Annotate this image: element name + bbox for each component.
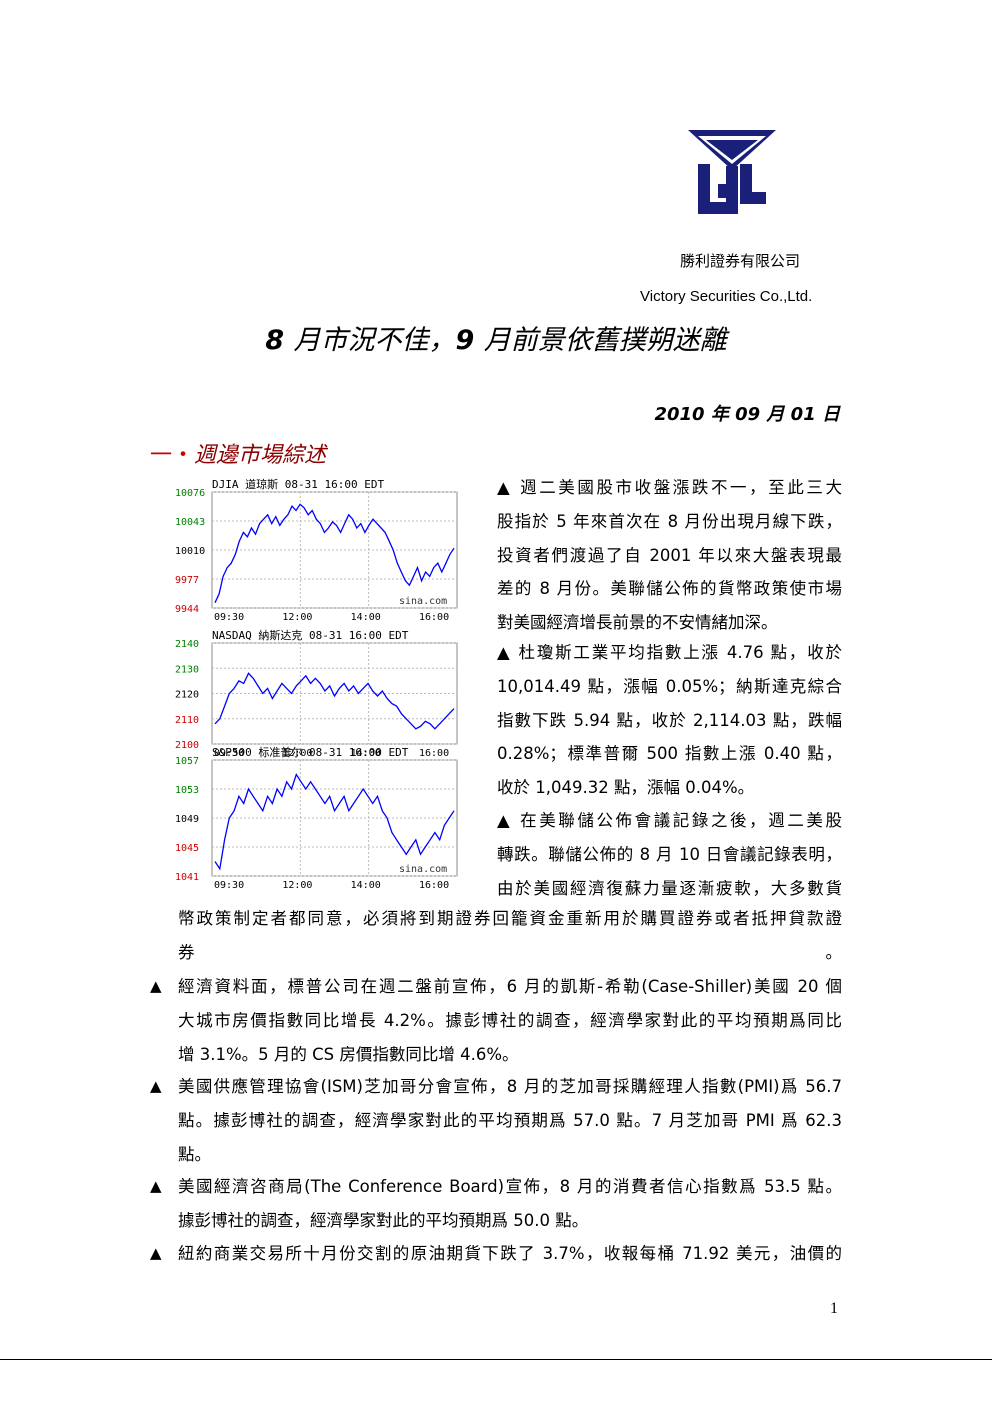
text-line: 經濟資料面，標普公司在週二盤前宣佈，6 月的凱斯-希勒(Case-Shiller…: [178, 977, 842, 996]
y-tick-label: 1041: [175, 872, 199, 883]
text-line: 股指於 5 年來首次在 8 月份出現月線下跌，: [497, 511, 842, 531]
x-tick-label: 14:00: [351, 612, 381, 623]
text-line: 幣政策制定者都同意，必須將到期證券回籠資金重新用於購買證券或者抵押貸款證: [178, 909, 842, 928]
x-tick-label: 09:30: [214, 748, 244, 759]
y-tick-label: 2120: [175, 690, 199, 701]
sp500-chart-svg: 1057 1053 1049 1045 1041 09:30 12:00 14:00 16:00…: [175, 745, 458, 891]
paragraph-index-closes: ▲ 杜瓊斯工業平均指數上漲 4.76 點，收於 10,014.49 點，漲幅 0…: [497, 636, 842, 805]
page-title: 8 月市況不佳，9 月前景依舊撲朔迷離: [265, 325, 727, 356]
x-tick-label: 09:30: [214, 612, 244, 623]
x-tick-label: 16:00: [419, 612, 449, 623]
y-tick-label: 1053: [175, 785, 199, 796]
series-line: [214, 773, 455, 871]
y-tick-label: 2140: [175, 639, 199, 650]
sp500-chart: 1057 1053 1049 1045 1041 09:30 12:00 14:00 16:00…: [175, 742, 475, 892]
bullet-crude-oil: ▲ 紐約商業交易所十月份交割的原油期貨下跌了 3.7%，收報每桶 71.92 美…: [150, 1237, 842, 1271]
bullet-case-shiller: ▲ 經濟資料面，標普公司在週二盤前宣佈，6 月的凱斯-希勒(Case-Shill…: [150, 970, 842, 1071]
text-line: 增 3.1%。5 月的 CS 房價指數同比增 4.6%。: [178, 1044, 519, 1064]
footer-divider: [0, 1359, 992, 1360]
company-name-cn: 勝利證券有限公司: [680, 252, 801, 270]
y-tick-label: 10043: [175, 517, 205, 528]
x-tick-label: 16:00: [419, 880, 449, 891]
y-tick-label: 10076: [175, 488, 205, 499]
x-tick-label: 12:00: [282, 880, 312, 891]
text-line: 點。據彭博社的調查，經濟學家對此的平均預期爲 57.0 點。7 月芝加哥 PMI…: [178, 1110, 842, 1130]
text-line: ▲ 週二美國股市收盤漲跌不一，至此三大: [497, 478, 842, 497]
text-line: 券。: [178, 942, 842, 962]
y-tick-label: 2130: [175, 664, 199, 675]
x-tick-label: 14:00: [351, 880, 381, 891]
section-heading: 一・週邊市場綜述: [150, 443, 327, 468]
text-line: 由於美國經濟復蘇力量逐漸疲軟，大多數貨: [497, 878, 842, 898]
y-tick-label: 2110: [175, 715, 199, 726]
y-tick-label: 9944: [175, 604, 199, 615]
bullet-consumer-confidence: ▲ 美國經濟咨商局(The Conference Board)宣佈，8 月的消費…: [150, 1170, 842, 1238]
y-tick-label: 1045: [175, 843, 199, 854]
series-line: [214, 503, 455, 603]
text-line: 投資者們渡過了自 2001 年以來大盤表現最: [497, 545, 842, 565]
djia-chart-svg: 10076 10043 10010 9977 9944 09:30 12:00 14:00 16…: [175, 477, 458, 623]
paragraph-fed-minutes-cont: 幣政策制定者都同意，必須將到期證券回籠資金重新用於購買證券或者抵押貸款證 券。: [178, 902, 842, 970]
text-line: ▲ 杜瓊斯工業平均指數上漲 4.76 點，收於: [497, 643, 842, 662]
x-tick-label: 12:00: [282, 748, 312, 759]
text-line: 美國供應管理協會(ISM)芝加哥分會宣佈，8 月的芝加哥採購經理人指數(PMI)…: [178, 1077, 842, 1096]
nasdaq-chart: 2140 2130 2120 2110 2100 09:30 12:00 14:00 16:00…: [175, 625, 475, 760]
x-tick-label: 14:00: [351, 748, 381, 759]
x-tick-label: 12:00: [282, 612, 312, 623]
y-tick-label: 9977: [175, 575, 199, 586]
text-line: 指數下跌 5.94 點，收於 2,114.03 點，跌幅: [497, 710, 842, 730]
triangle-bullet-icon: ▲: [150, 1077, 162, 1095]
text-line: 0.28%；標準普爾 500 指數上漲 0.40 點，: [497, 744, 842, 764]
x-tick-label: 09:30: [214, 880, 244, 891]
company-logo: [688, 130, 776, 214]
y-tick-label: 2100: [175, 740, 199, 751]
y-tick-label: 10010: [175, 546, 205, 557]
report-date: 2010 年 09 月 01 日: [654, 404, 840, 425]
djia-chart: 10076 10043 10010 9977 9944 09:30 12:00 14:00 16…: [175, 474, 475, 624]
watermark-label: sina.com: [399, 864, 447, 875]
y-tick-label: 1049: [175, 814, 199, 825]
chart-title: DJIA 道琼斯 08-31 16:00 EDT: [212, 477, 384, 491]
chart-title: NASDAQ 納斯达克 08-31 16:00 EDT: [212, 629, 409, 642]
text-line: ▲ 在美聯儲公佈會議記錄之後，週二美股: [497, 811, 842, 830]
company-name-en: Victory Securities Co.,Ltd.: [640, 288, 813, 305]
x-tick-label: 16:00: [419, 748, 449, 759]
text-line: 差的 8 月份。美聯儲公佈的貨幣政策使市場: [497, 579, 842, 599]
text-line: 點。: [178, 1144, 211, 1164]
text-line: 大城市房價指數同比增長 4.2%。據彭博社的調查，經濟學家對此的平均預期爲同比: [178, 1010, 842, 1030]
y-tick-label: 1057: [175, 756, 199, 767]
series-line: [214, 672, 455, 730]
nasdaq-chart-svg: 2140 2130 2120 2110 2100 09:30 12:00 14:00 16:00…: [175, 629, 458, 759]
text-line: 對美國經濟增長前景的不安情緒加深。: [497, 613, 778, 633]
text-line: 轉跌。聯儲公佈的 8 月 10 日會議記錄表明，: [497, 844, 842, 864]
text-line: 10,014.49 點，漲幅 0.05%；納斯達克綜合: [497, 676, 842, 696]
text-line: 收於 1,049.32 點，漲幅 0.04%。: [497, 778, 755, 798]
triangle-bullet-icon: ▲: [150, 1244, 162, 1262]
paragraph-fed-minutes: ▲ 在美聯儲公佈會議記錄之後，週二美股 轉跌。聯儲公佈的 8 月 10 日會議記…: [497, 804, 842, 905]
bullet-chicago-pmi: ▲ 美國供應管理協會(ISM)芝加哥分會宣佈，8 月的芝加哥採購經理人指數(PM…: [150, 1070, 842, 1171]
triangle-bullet-icon: ▲: [150, 977, 162, 995]
chart-title: S&P500 标准普尔 08-31 16:00 EDT: [212, 745, 409, 759]
paragraph-market-summary: ▲ 週二美國股市收盤漲跌不一，至此三大 股指於 5 年來首次在 8 月份出現月線…: [497, 471, 842, 640]
text-line: 紐約商業交易所十月份交割的原油期貨下跌了 3.7%，收報每桶 71.92 美元，…: [178, 1244, 842, 1263]
text-line: 據彭博社的調查，經濟學家對此的平均預期爲 50.0 點。: [178, 1210, 589, 1230]
watermark-label: sina.com: [399, 596, 447, 607]
triangle-bullet-icon: ▲: [150, 1177, 162, 1195]
text-line: 美國經濟咨商局(The Conference Board)宣佈，8 月的消費者信…: [178, 1177, 842, 1196]
page-number: 1: [830, 1300, 838, 1317]
